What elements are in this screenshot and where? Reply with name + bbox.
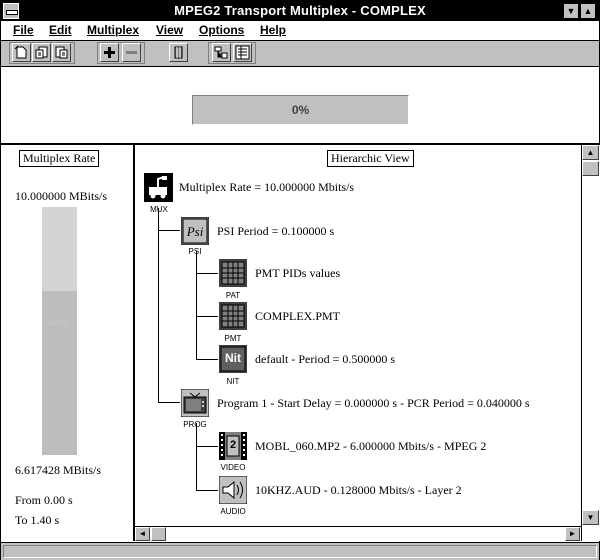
nit-text: default - Period = 0.500000 s (255, 352, 396, 366)
progress-area: 0% (1, 67, 599, 145)
pat-label: PAT (225, 291, 241, 300)
audio-text: 10KHZ.AUD - 0.128000 Mbits/s - Layer 2 (255, 483, 462, 497)
pmt-text: COMPLEX.PMT (255, 309, 341, 323)
tree-line-psi (158, 230, 180, 231)
open-file-icon[interactable] (32, 43, 51, 62)
max-rate-label: 10.000000 MBits/s (15, 189, 108, 203)
menu-options[interactable]: Options (199, 23, 245, 37)
psi-node[interactable]: Psi (180, 216, 210, 249)
speaker-icon (218, 475, 248, 505)
psi-label: PSI (188, 247, 202, 256)
status-field (3, 545, 597, 558)
menu-file[interactable]: File (13, 23, 34, 37)
multiplex-rate-title[interactable]: Multiplex Rate (19, 150, 100, 167)
edit-tool-group (97, 42, 145, 64)
from-time-label: From 0.00 s (15, 493, 73, 507)
tree-line-video (196, 446, 218, 447)
rate-gauge-percent: 66% (48, 317, 69, 329)
scroll-left-button[interactable]: ◄ (135, 527, 150, 541)
scroll-up-button[interactable]: ▲ (582, 145, 599, 160)
nit-node[interactable]: Nit (219, 345, 247, 377)
scroll-down-button[interactable]: ▼ (582, 510, 599, 525)
menu-view[interactable]: View (156, 23, 184, 37)
nit-label: NIT (226, 377, 240, 386)
menu-edit[interactable]: Edit (49, 23, 72, 37)
menu-multiplex[interactable]: Multiplex (87, 23, 140, 37)
tree-line-audio (196, 490, 218, 491)
pmt-icon (219, 302, 247, 330)
hierarchic-view-title[interactable]: Hierarchic View (327, 150, 414, 167)
scroll-thumb[interactable] (582, 161, 599, 176)
to-time-label: To 1.40 s (15, 513, 60, 527)
add-icon[interactable] (100, 43, 119, 62)
tree-line-prog-children (196, 423, 197, 490)
tree-line-pmt (196, 316, 218, 317)
pat-icon (219, 259, 247, 287)
mux-icon (144, 173, 173, 202)
list-view-icon[interactable] (233, 43, 252, 62)
menu-bar: File Edit Multiplex View Options Help (1, 21, 599, 41)
multiplex-rate-panel: Multiplex Rate 10.000000 MBits/s 66% 6.6… (1, 145, 135, 541)
menu-help[interactable]: Help (260, 23, 287, 37)
hscroll-thumb[interactable] (151, 527, 166, 541)
pmt-label: PMT (224, 334, 242, 343)
mux-text: Multiplex Rate = 10.000000 Mbits/s (179, 180, 355, 194)
component-icon[interactable] (169, 43, 188, 62)
new-file-icon[interactable] (12, 43, 31, 62)
properties-icon[interactable] (212, 43, 231, 62)
mux-label: MUX (150, 205, 168, 214)
hierarchic-view-panel: Hierarchic View MUX Multiplex Rate = 10.… (135, 145, 580, 527)
pat-text: PMT PIDs values (255, 266, 341, 280)
prog-label: PROG (183, 420, 207, 429)
minimize-button[interactable]: ▼ (563, 3, 579, 19)
psi-icon: Psi (180, 216, 210, 246)
nit-icon (219, 345, 247, 373)
audio-node[interactable] (218, 475, 248, 508)
horizontal-scrollbar[interactable]: ◄ ► (135, 526, 581, 542)
vertical-scrollbar[interactable]: ▲ ▼ (581, 145, 600, 541)
psi-text: PSI Period = 0.100000 s (217, 224, 335, 238)
tv-icon (180, 388, 210, 418)
tree-line-pat (196, 273, 218, 274)
prog-node[interactable] (180, 388, 210, 421)
title-bar[interactable]: MPEG2 Transport Multiplex - COMPLEX ▼ ▲ (1, 1, 599, 21)
pat-node[interactable] (219, 259, 247, 291)
audio-label: AUDIO (220, 507, 246, 516)
video-text: MOBL_060.MP2 - 6.000000 Mbits/s - MPEG 2 (255, 439, 487, 453)
tree-line-psi-children (196, 251, 197, 359)
remove-icon[interactable] (122, 43, 141, 62)
video-label: VIDEO (220, 463, 246, 472)
maximize-button[interactable]: ▲ (580, 3, 596, 19)
video-icon-text: 2 (229, 439, 237, 451)
tree-line-nit (196, 359, 218, 360)
nit-icon-text: Nit (225, 351, 241, 365)
window-title: MPEG2 Transport Multiplex - COMPLEX (174, 3, 426, 18)
prog-text: Program 1 - Start Delay = 0.000000 s - P… (217, 396, 530, 410)
file-tool-group (9, 42, 75, 64)
save-file-icon[interactable] (52, 43, 71, 62)
tree-line-root (158, 208, 159, 402)
mux-node[interactable] (144, 173, 173, 206)
tree-line-prog (158, 402, 180, 403)
pmt-node[interactable] (219, 302, 247, 334)
status-bar (1, 542, 599, 560)
view-tool-group (208, 42, 256, 64)
system-menu-icon[interactable] (3, 3, 19, 19)
video-node[interactable]: 2 (219, 432, 247, 464)
svg-text:Psi: Psi (186, 224, 204, 239)
rate-gauge-free (42, 207, 77, 291)
toolbar (1, 41, 599, 67)
film-icon (219, 432, 247, 460)
used-rate-label: 6.617428 MBits/s (15, 463, 102, 477)
scroll-right-button[interactable]: ► (565, 527, 580, 541)
progress-bar: 0% (192, 95, 409, 125)
